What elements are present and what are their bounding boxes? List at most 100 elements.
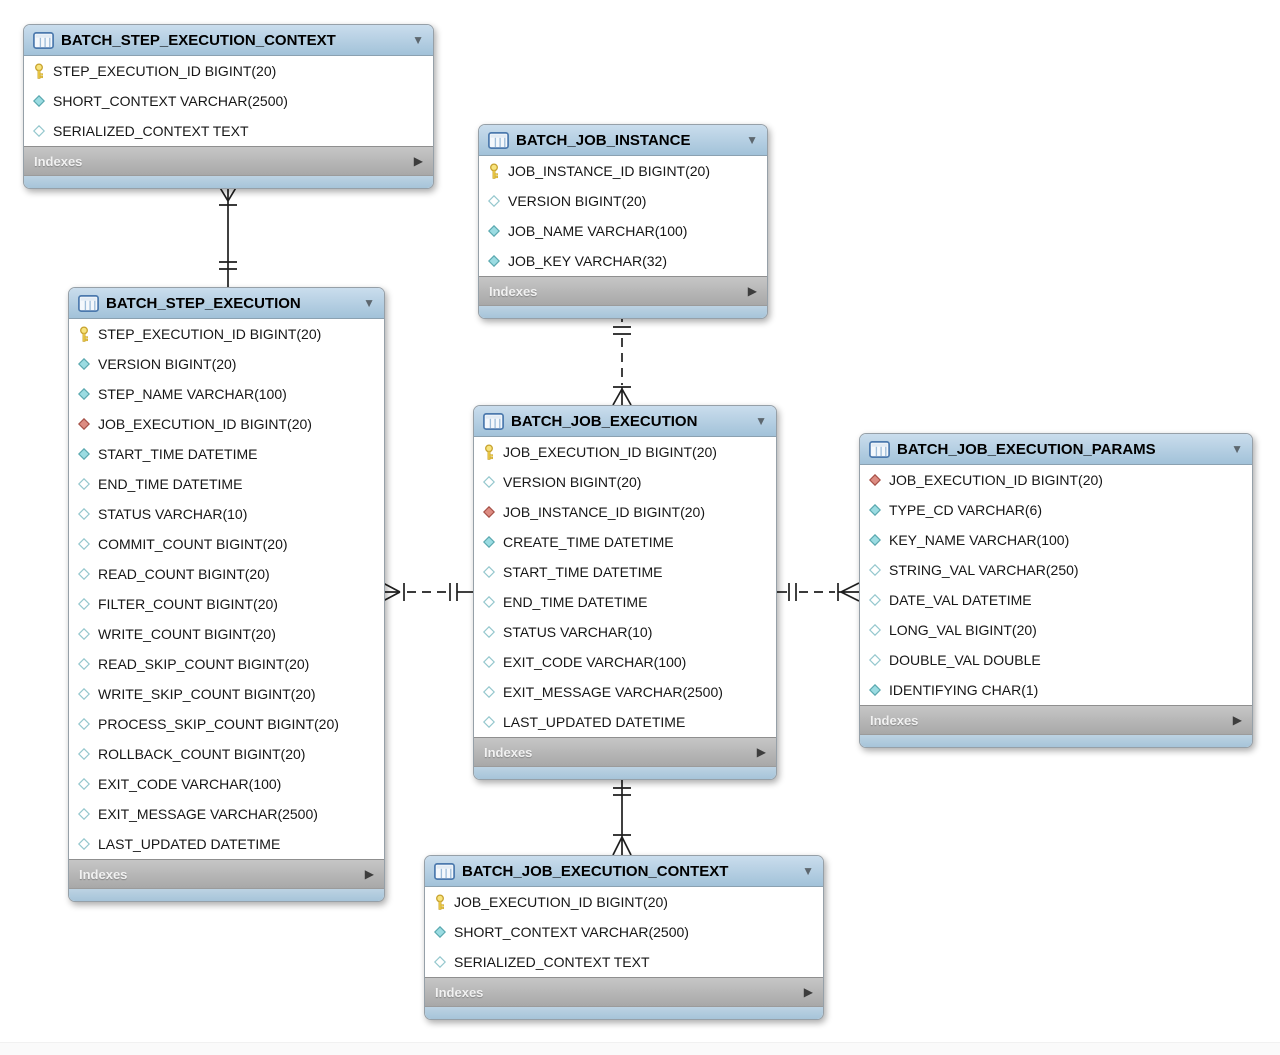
collapse-caret-icon[interactable]: ▼ bbox=[363, 296, 375, 310]
expand-indexes-icon[interactable]: ▶ bbox=[364, 867, 374, 881]
column-list: STEP_EXECUTION_ID BIGINT(20)SHORT_CONTEX… bbox=[24, 56, 433, 146]
column-row-exit-message[interactable]: EXIT_MESSAGE VARCHAR(2500) bbox=[69, 799, 384, 829]
column-row-job-execution-id[interactable]: JOB_EXECUTION_ID BIGINT(20) bbox=[860, 465, 1252, 495]
column-row-commit-count[interactable]: COMMIT_COUNT BIGINT(20) bbox=[69, 529, 384, 559]
column-row-exit-code[interactable]: EXIT_CODE VARCHAR(100) bbox=[69, 769, 384, 799]
relationship-jobexecution-jobexecutioncontext[interactable] bbox=[612, 775, 632, 856]
indexes-bar[interactable]: Indexes ▶ bbox=[479, 276, 767, 306]
column-row-process-skip-count[interactable]: PROCESS_SKIP_COUNT BIGINT(20) bbox=[69, 709, 384, 739]
column-row-short-context[interactable]: SHORT_CONTEXT VARCHAR(2500) bbox=[425, 917, 823, 947]
column-row-exit-code[interactable]: EXIT_CODE VARCHAR(100) bbox=[474, 647, 776, 677]
column-row-job-execution-id[interactable]: JOB_EXECUTION_ID BIGINT(20) bbox=[69, 409, 384, 439]
table-grid-icon bbox=[488, 131, 509, 149]
table-grid-icon bbox=[869, 440, 890, 458]
column-row-version[interactable]: VERSION BIGINT(20) bbox=[479, 186, 767, 216]
indexes-label: Indexes bbox=[79, 866, 128, 882]
column-row-last-updated[interactable]: LAST_UPDATED DATETIME bbox=[474, 707, 776, 737]
indexes-bar[interactable]: Indexes ▶ bbox=[24, 146, 433, 176]
nullable-icon bbox=[77, 478, 90, 490]
column-row-job-instance-id[interactable]: JOB_INSTANCE_ID BIGINT(20) bbox=[474, 497, 776, 527]
column-row-job-execution-id[interactable]: JOB_EXECUTION_ID BIGINT(20) bbox=[425, 887, 823, 917]
column-row-serialized-context[interactable]: SERIALIZED_CONTEXT TEXT bbox=[425, 947, 823, 977]
column-row-version[interactable]: VERSION BIGINT(20) bbox=[69, 349, 384, 379]
column-row-end-time[interactable]: END_TIME DATETIME bbox=[474, 587, 776, 617]
column-row-type-cd[interactable]: TYPE_CD VARCHAR(6) bbox=[860, 495, 1252, 525]
table-header[interactable]: BATCH_STEP_EXECUTION ▼ bbox=[69, 288, 384, 319]
column-row-start-time[interactable]: START_TIME DATETIME bbox=[474, 557, 776, 587]
column-label: EXIT_CODE VARCHAR(100) bbox=[503, 654, 687, 670]
column-label: JOB_EXECUTION_ID BIGINT(20) bbox=[503, 444, 717, 460]
column-row-last-updated[interactable]: LAST_UPDATED DATETIME bbox=[69, 829, 384, 859]
expand-indexes-icon[interactable]: ▶ bbox=[747, 284, 757, 298]
column-row-filter-count[interactable]: FILTER_COUNT BIGINT(20) bbox=[69, 589, 384, 619]
nullable-icon bbox=[77, 688, 90, 700]
table-title: BATCH_JOB_EXECUTION_CONTEXT bbox=[462, 862, 729, 880]
column-row-status[interactable]: STATUS VARCHAR(10) bbox=[474, 617, 776, 647]
relationship-stepexecution-jobexecution[interactable] bbox=[382, 582, 473, 602]
collapse-caret-icon[interactable]: ▼ bbox=[412, 33, 424, 47]
table-title: BATCH_STEP_EXECUTION_CONTEXT bbox=[61, 31, 336, 49]
relationship-jobexecution-jobexecutionparams[interactable] bbox=[775, 582, 860, 602]
column-row-rollback-count[interactable]: ROLLBACK_COUNT BIGINT(20) bbox=[69, 739, 384, 769]
column-row-job-key[interactable]: JOB_KEY VARCHAR(32) bbox=[479, 246, 767, 276]
indexes-bar[interactable]: Indexes ▶ bbox=[69, 859, 384, 889]
expand-indexes-icon[interactable]: ▶ bbox=[1232, 713, 1242, 727]
column-label: START_TIME DATETIME bbox=[98, 446, 258, 462]
table-header[interactable]: BATCH_JOB_INSTANCE ▼ bbox=[479, 125, 767, 156]
column-row-double-val[interactable]: DOUBLE_VAL DOUBLE bbox=[860, 645, 1252, 675]
column-row-job-instance-id[interactable]: JOB_INSTANCE_ID BIGINT(20) bbox=[479, 156, 767, 186]
expand-indexes-icon[interactable]: ▶ bbox=[756, 745, 766, 759]
column-row-job-name[interactable]: JOB_NAME VARCHAR(100) bbox=[479, 216, 767, 246]
column-label: READ_COUNT BIGINT(20) bbox=[98, 566, 270, 582]
indexes-bar[interactable]: Indexes ▶ bbox=[474, 737, 776, 767]
column-row-status[interactable]: STATUS VARCHAR(10) bbox=[69, 499, 384, 529]
table-header[interactable]: BATCH_STEP_EXECUTION_CONTEXT ▼ bbox=[24, 25, 433, 56]
column-row-job-execution-id[interactable]: JOB_EXECUTION_ID BIGINT(20) bbox=[474, 437, 776, 467]
column-row-step-execution-id[interactable]: STEP_EXECUTION_ID BIGINT(20) bbox=[24, 56, 433, 86]
column-row-read-skip-count[interactable]: READ_SKIP_COUNT BIGINT(20) bbox=[69, 649, 384, 679]
column-row-date-val[interactable]: DATE_VAL DATETIME bbox=[860, 585, 1252, 615]
nullable-icon bbox=[77, 808, 90, 820]
indexes-bar[interactable]: Indexes ▶ bbox=[425, 977, 823, 1007]
attribute-icon bbox=[77, 448, 90, 460]
column-label: KEY_NAME VARCHAR(100) bbox=[889, 532, 1070, 548]
column-row-write-count[interactable]: WRITE_COUNT BIGINT(20) bbox=[69, 619, 384, 649]
table-header[interactable]: BATCH_JOB_EXECUTION_CONTEXT ▼ bbox=[425, 856, 823, 887]
table-grid-icon bbox=[78, 294, 99, 312]
column-row-step-name[interactable]: STEP_NAME VARCHAR(100) bbox=[69, 379, 384, 409]
table-header[interactable]: BATCH_JOB_EXECUTION_PARAMS ▼ bbox=[860, 434, 1252, 465]
column-row-identifying[interactable]: IDENTIFYING CHAR(1) bbox=[860, 675, 1252, 705]
column-row-key-name[interactable]: KEY_NAME VARCHAR(100) bbox=[860, 525, 1252, 555]
table-header[interactable]: BATCH_JOB_EXECUTION ▼ bbox=[474, 406, 776, 437]
expand-indexes-icon[interactable]: ▶ bbox=[413, 154, 423, 168]
column-label: SERIALIZED_CONTEXT TEXT bbox=[53, 123, 249, 139]
collapse-caret-icon[interactable]: ▼ bbox=[1231, 442, 1243, 456]
column-label: PROCESS_SKIP_COUNT BIGINT(20) bbox=[98, 716, 339, 732]
column-row-version[interactable]: VERSION BIGINT(20) bbox=[474, 467, 776, 497]
expand-indexes-icon[interactable]: ▶ bbox=[803, 985, 813, 999]
nullable-icon bbox=[868, 624, 881, 636]
collapse-caret-icon[interactable]: ▼ bbox=[755, 414, 767, 428]
foreign-key-icon bbox=[77, 418, 90, 430]
column-row-short-context[interactable]: SHORT_CONTEXT VARCHAR(2500) bbox=[24, 86, 433, 116]
column-row-exit-message[interactable]: EXIT_MESSAGE VARCHAR(2500) bbox=[474, 677, 776, 707]
column-label: JOB_INSTANCE_ID BIGINT(20) bbox=[503, 504, 706, 520]
indexes-bar[interactable]: Indexes ▶ bbox=[860, 705, 1252, 735]
column-label: END_TIME DATETIME bbox=[98, 476, 243, 492]
column-row-start-time[interactable]: START_TIME DATETIME bbox=[69, 439, 384, 469]
table-grid-icon bbox=[33, 31, 54, 49]
column-row-read-count[interactable]: READ_COUNT BIGINT(20) bbox=[69, 559, 384, 589]
column-row-create-time[interactable]: CREATE_TIME DATETIME bbox=[474, 527, 776, 557]
column-row-string-val[interactable]: STRING_VAL VARCHAR(250) bbox=[860, 555, 1252, 585]
primary-key-icon bbox=[433, 893, 446, 911]
column-row-step-execution-id[interactable]: STEP_EXECUTION_ID BIGINT(20) bbox=[69, 319, 384, 349]
column-row-long-val[interactable]: LONG_VAL BIGINT(20) bbox=[860, 615, 1252, 645]
column-row-write-skip-count[interactable]: WRITE_SKIP_COUNT BIGINT(20) bbox=[69, 679, 384, 709]
collapse-caret-icon[interactable]: ▼ bbox=[802, 864, 814, 878]
column-row-serialized-context[interactable]: SERIALIZED_CONTEXT TEXT bbox=[24, 116, 433, 146]
nullable-icon bbox=[77, 598, 90, 610]
column-label: STATUS VARCHAR(10) bbox=[503, 624, 653, 640]
collapse-caret-icon[interactable]: ▼ bbox=[746, 133, 758, 147]
relationship-jobinstance-jobexecution[interactable] bbox=[612, 314, 632, 406]
column-row-end-time[interactable]: END_TIME DATETIME bbox=[69, 469, 384, 499]
